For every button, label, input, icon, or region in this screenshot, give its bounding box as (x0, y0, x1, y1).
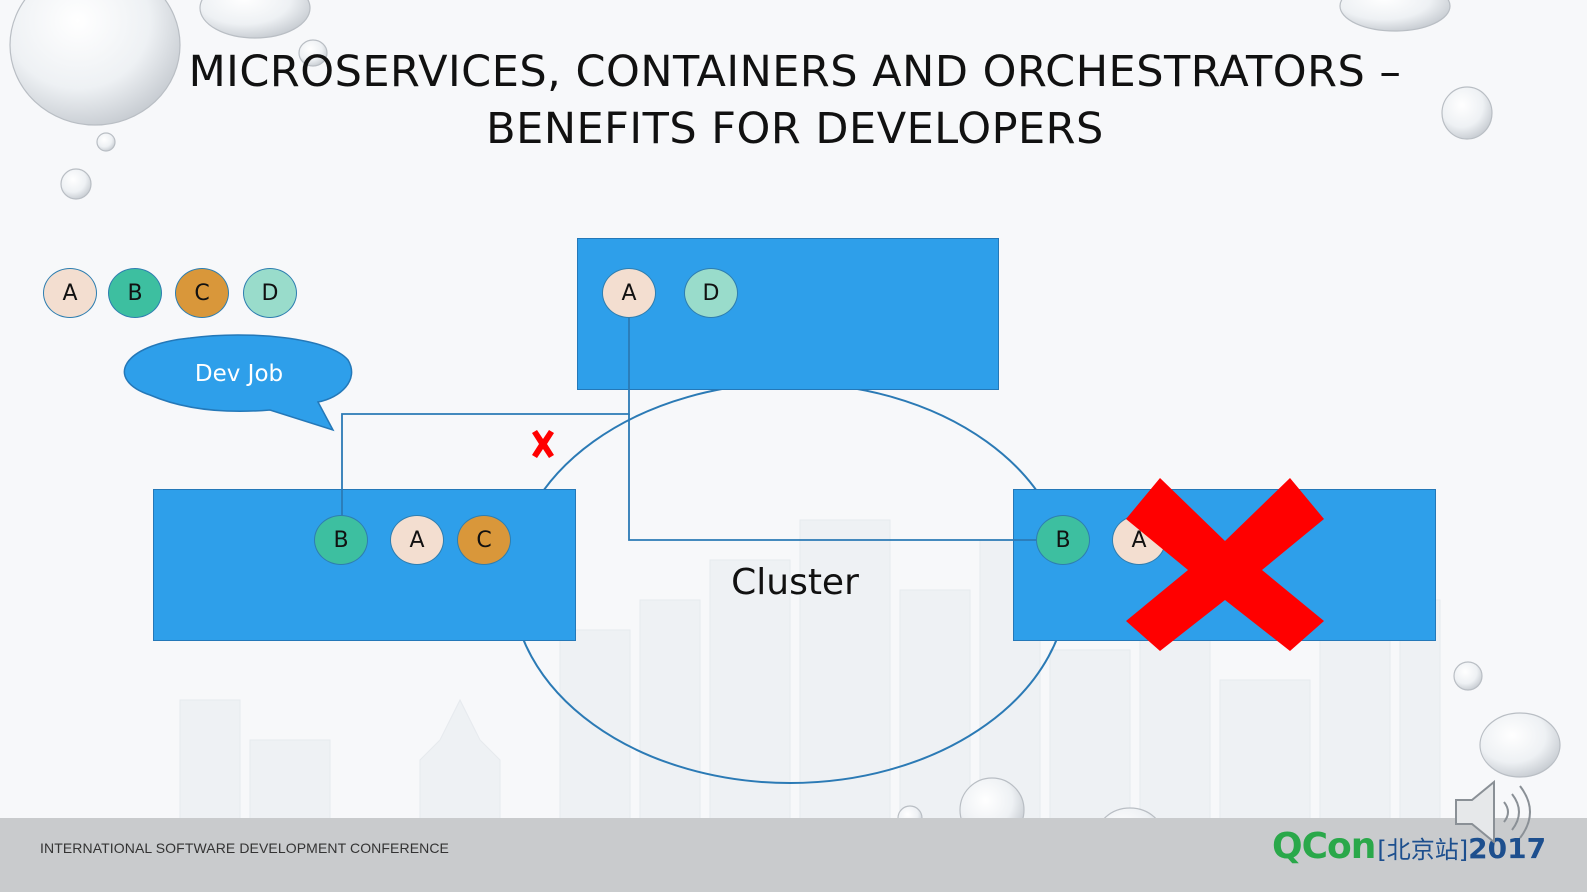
right-node-service-b: B (1036, 515, 1090, 565)
qcon-logo: QCon [北京站] 2017 (1272, 826, 1546, 870)
qcon-logo-site: [北京站] (1377, 836, 1469, 864)
slide-title-line-2: BENEFITS FOR DEVELOPERS (486, 104, 1104, 154)
footer-conference-name: INTERNATIONAL SOFTWARE DEVELOPMENT CONFE… (40, 840, 449, 856)
footer-bar (0, 818, 1587, 892)
legend-service-c: C (175, 268, 229, 318)
dev-job-callout: Dev Job (194, 361, 284, 387)
legend-service-b: B (108, 268, 162, 318)
left-node-service-c: C (457, 515, 511, 565)
qcon-logo-brand: QCon (1272, 826, 1376, 867)
left-node-service-b: B (314, 515, 368, 565)
cluster-node-top (577, 238, 999, 390)
cluster-node-right (1013, 489, 1436, 641)
slide-title: MICROSERVICES, CONTAINERS AND ORCHESTRAT… (150, 44, 1440, 158)
qcon-logo-year: 2017 (1468, 832, 1547, 865)
cluster-label: Cluster (731, 562, 859, 603)
top-node-service-a: A (602, 268, 656, 318)
top-node-service-d: D (684, 268, 738, 318)
cluster-node-left (153, 489, 576, 641)
left-node-service-a: A (390, 515, 444, 565)
legend-service-d: D (243, 268, 297, 318)
legend-service-a: A (43, 268, 97, 318)
slide-title-line-1: MICROSERVICES, CONTAINERS AND ORCHESTRAT… (188, 47, 1402, 97)
speaker-icon[interactable] (1450, 772, 1540, 852)
right-node-service-a: A (1112, 515, 1166, 565)
